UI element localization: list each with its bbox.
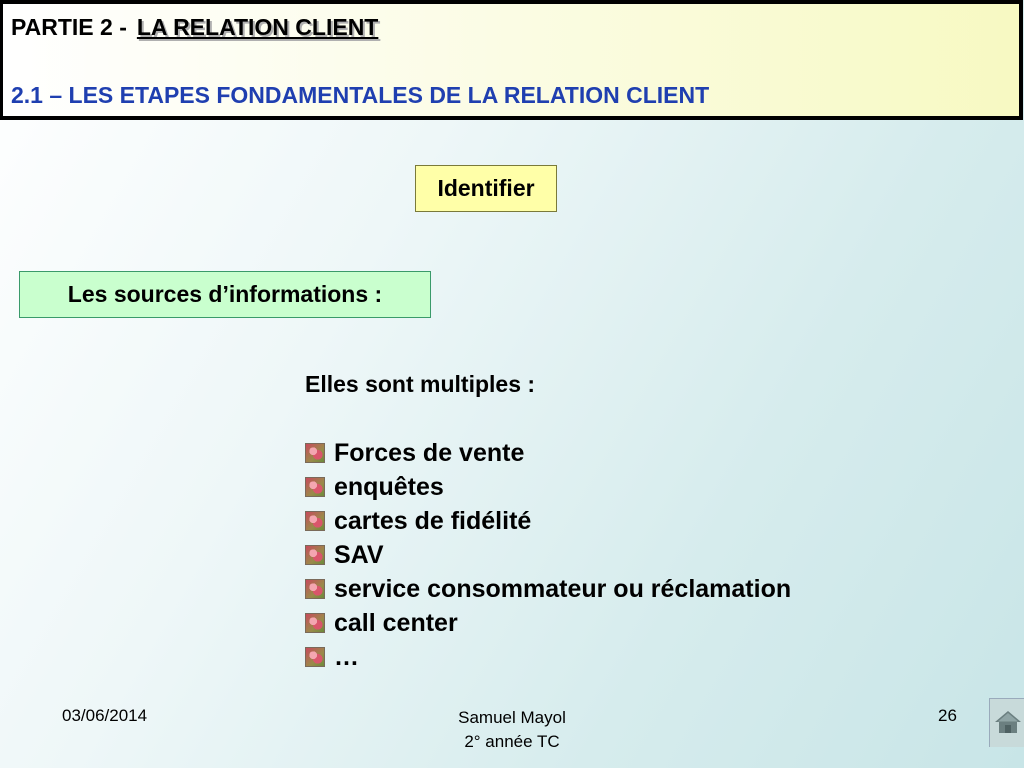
list-item-label: enquêtes [334, 472, 444, 501]
list-item-label: Forces de vente [334, 438, 525, 467]
list-item-label: … [334, 642, 359, 671]
list-item: Forces de vente [305, 436, 791, 470]
list-item-label: cartes de fidélité [334, 506, 532, 535]
identifier-box: Identifier [415, 165, 557, 212]
page-number: 26 [938, 706, 957, 725]
part-heading: PARTIE 2 - LA RELATION CLIENT [11, 14, 378, 41]
section-title: 2.1 – LES ETAPES FONDAMENTALES DE LA REL… [11, 82, 710, 108]
bullet-list: Forces de vente enquêtes cartes de fidél… [305, 436, 791, 674]
part-title: LA RELATION CLIENT [136, 14, 379, 40]
flower-bullet-icon [305, 579, 325, 599]
list-item: call center [305, 606, 791, 640]
list-item: SAV [305, 538, 791, 572]
footer-author: Samuel Mayol [458, 708, 566, 727]
flower-bullet-icon [305, 511, 325, 531]
footer-class: 2° année TC [464, 732, 560, 751]
home-icon [995, 711, 1021, 733]
list-item: service consommateur ou réclamation [305, 572, 791, 606]
list-item: enquêtes [305, 470, 791, 504]
list-item-label: service consommateur ou réclamation [334, 574, 792, 603]
footer-author-block: Samuel Mayol 2° année TC [0, 706, 1024, 754]
list-item-label: call center [334, 608, 458, 637]
flower-bullet-icon [305, 647, 325, 667]
list-item: cartes de fidélité [305, 504, 791, 538]
flower-bullet-icon [305, 443, 325, 463]
flower-bullet-icon [305, 613, 325, 633]
slide-header: PARTIE 2 - LA RELATION CLIENT 2.1 – LES E… [0, 0, 1023, 120]
list-item-label: SAV [334, 540, 384, 569]
footer-date: 03/06/2014 [62, 706, 148, 725]
intro-text: Elles sont multiples : [305, 371, 536, 397]
home-button[interactable] [989, 698, 1024, 747]
list-item: … [305, 640, 791, 674]
sources-box: Les sources d’informations : [19, 271, 431, 318]
flower-bullet-icon [305, 477, 325, 497]
part-prefix: PARTIE 2 - [11, 14, 127, 40]
flower-bullet-icon [305, 545, 325, 565]
